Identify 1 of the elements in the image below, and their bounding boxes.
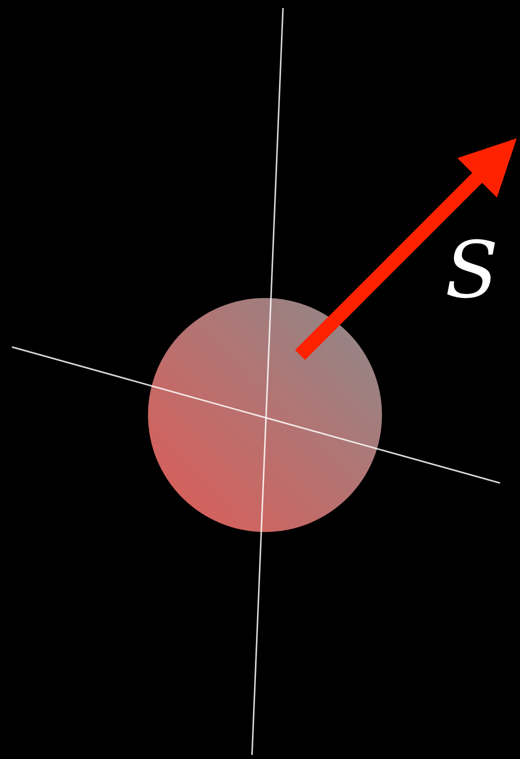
vector-label: S [445,232,498,310]
